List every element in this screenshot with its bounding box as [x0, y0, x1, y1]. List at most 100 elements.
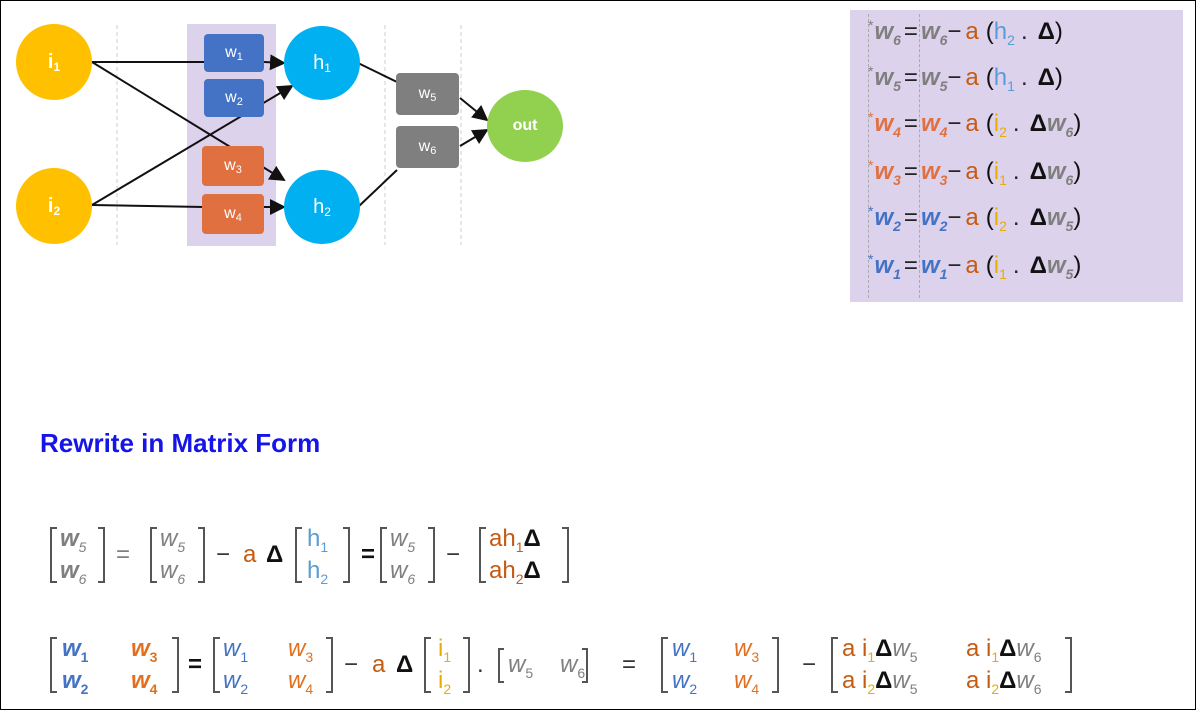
minus-sign: −: [947, 158, 962, 185]
delta-weight-symbol: w: [1046, 204, 1066, 231]
m2-lhs-w3: w3: [131, 635, 158, 665]
weight-subscript: 6: [893, 32, 901, 48]
equals-sign: =: [903, 158, 918, 185]
learning-rate: a: [965, 158, 979, 185]
weight-subscript: 5: [893, 78, 901, 94]
equals-sign: =: [903, 110, 918, 137]
minus-sign: −: [947, 204, 962, 231]
close-paren: ): [1073, 204, 1082, 231]
weight-symbol: w: [874, 158, 894, 185]
term-symbol: i: [993, 110, 1000, 137]
dot-operator: .: [1020, 18, 1028, 45]
term-symbol: h: [993, 18, 1008, 45]
m2-rhs2-w2: w2: [672, 667, 698, 697]
m1-rhs2-w5: w5: [390, 525, 416, 555]
dot-operator: .: [1012, 158, 1020, 185]
minus-sign: −: [947, 110, 962, 137]
weight-subscript: 4: [939, 124, 948, 140]
delta-weight-subscript: 6: [1065, 172, 1074, 188]
m2-rhs-w1: w1: [223, 635, 249, 665]
m2-equals-bold: =: [188, 651, 203, 678]
panel-guide: [919, 14, 920, 298]
learning-rate: a: [965, 110, 979, 137]
delta-weight-symbol: w: [1046, 110, 1066, 137]
weight-symbol: w: [874, 110, 894, 137]
m2-rhs-w4: w4: [288, 667, 314, 697]
learning-rate: a: [965, 204, 979, 231]
m2-cell-11: a i1Δw5: [842, 635, 918, 665]
dot-operator: .: [1020, 64, 1028, 91]
weight-symbol: w: [874, 252, 894, 279]
weight-symbol: w: [874, 204, 894, 231]
m1-equals-bold: =: [361, 541, 376, 568]
update-equation-row: *w5=w5−a(h1.Δ): [868, 58, 1063, 98]
term-subscript: 2: [999, 124, 1007, 140]
m1-lhs-w6: w6: [60, 557, 87, 587]
m2-rhs2-w3: w3: [734, 635, 760, 665]
equals-sign: =: [903, 204, 918, 231]
term-subscript: 2: [1007, 32, 1015, 48]
m2-row-w6: w6: [560, 651, 586, 681]
close-paren: ): [1073, 110, 1082, 137]
dot-operator: .: [1012, 110, 1020, 137]
term-subscript: 2: [999, 218, 1007, 234]
m1-delta: Δ: [266, 541, 284, 568]
weight-subscript: 2: [939, 218, 948, 234]
delta-symbol: Δ: [1029, 110, 1047, 137]
open-paren: (: [985, 158, 994, 185]
weight-subscript: 3: [939, 172, 948, 188]
open-paren: (: [985, 64, 994, 91]
m2-cell-22: a i2Δw6: [966, 667, 1042, 697]
m1-ah1delta: ah1Δ: [489, 525, 541, 555]
m1-minus2: −: [446, 541, 461, 568]
star-mark: *: [868, 17, 874, 33]
weight-symbol: w: [920, 18, 940, 45]
m2-dot: .: [477, 651, 484, 678]
m2-delta: Δ: [396, 651, 414, 678]
learning-rate: a: [965, 252, 979, 279]
weight-symbol: w: [920, 110, 940, 137]
term-symbol: i: [993, 158, 1000, 185]
weight-subscript: 1: [939, 266, 948, 282]
delta-weight-symbol: w: [1046, 252, 1066, 279]
m2-lhs-w2: w2: [62, 667, 89, 697]
delta-symbol: Δ: [1029, 252, 1047, 279]
close-paren: ): [1054, 64, 1063, 91]
m1-lhs-w5: w5: [60, 525, 87, 555]
term-subscript: 1: [1007, 78, 1015, 94]
open-paren: (: [985, 252, 994, 279]
weight-subscript: 4: [893, 124, 901, 140]
equals-sign: =: [903, 252, 918, 279]
weight-subscript: 3: [893, 172, 901, 188]
m2-rhs-w3: w3: [288, 635, 314, 665]
m1-minus: −: [216, 541, 231, 568]
star-mark: *: [868, 109, 874, 125]
m1-learning-rate: a: [243, 541, 257, 568]
star-mark: *: [868, 203, 874, 219]
weight-symbol: w: [920, 158, 940, 185]
delta-symbol: Δ: [1037, 64, 1055, 91]
term-symbol: h: [993, 64, 1008, 91]
open-paren: (: [985, 110, 994, 137]
dot-operator: .: [1012, 204, 1020, 231]
term-subscript: 1: [999, 172, 1007, 188]
m2-lhs-w1: w1: [62, 635, 89, 665]
delta-symbol: Δ: [1029, 158, 1047, 185]
term-symbol: i: [993, 252, 1000, 279]
m1-h1: h1: [307, 525, 329, 555]
learning-rate: a: [965, 18, 979, 45]
m1-equals: =: [116, 541, 131, 568]
star-mark: *: [868, 157, 874, 173]
open-paren: (: [985, 204, 994, 231]
section-title: Rewrite in Matrix Form: [40, 428, 321, 458]
star-mark: *: [868, 63, 874, 79]
weight-subscript: 5: [939, 78, 948, 94]
